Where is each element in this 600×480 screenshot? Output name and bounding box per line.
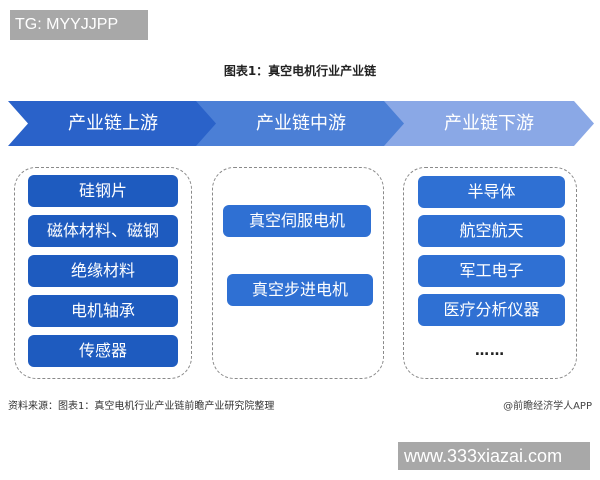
stage-label: 产业链下游 (444, 113, 534, 134)
downstream-item: 半导体 (418, 176, 565, 208)
watermark-top: TG: MYYJJPP (10, 10, 148, 40)
source-note: 资料来源：图表1：真空电机行业产业链前瞻产业研究院整理 (8, 401, 275, 412)
upstream-item: 磁体材料、磁钢 (28, 215, 178, 247)
upstream-item: 电机轴承 (28, 295, 178, 327)
downstream-item: 医疗分析仪器 (418, 294, 565, 326)
downstream-item: 军工电子 (418, 255, 565, 287)
upstream-item: 绝缘材料 (28, 255, 178, 287)
stage-midstream: 产业链中游 (196, 101, 406, 146)
upstream-group: 硅钢片 磁体材料、磁钢 绝缘材料 电机轴承 传感器 (14, 167, 192, 379)
stage-downstream: 产业链下游 (384, 101, 594, 146)
stage-upstream: 产业链上游 (8, 101, 218, 146)
chevron-arrow-icon (384, 101, 594, 146)
downstream-item: 航空航天 (418, 215, 565, 247)
credit: @前瞻经济学人APP (503, 401, 592, 412)
stage-label: 产业链上游 (68, 113, 158, 134)
midstream-item: 真空步进电机 (227, 274, 373, 306)
watermark-bottom: www.333xiazai.com (398, 442, 590, 470)
chevron-arrow-icon (8, 101, 218, 146)
upstream-item: 传感器 (28, 335, 178, 367)
downstream-group: 半导体 航空航天 军工电子 医疗分析仪器 …… (403, 167, 577, 379)
chevron-arrow-icon (196, 101, 406, 146)
stage-label: 产业链中游 (256, 113, 346, 134)
more-ellipsis: …… (475, 343, 505, 359)
midstream-group: 真空伺服电机 真空步进电机 (212, 167, 384, 379)
chart-title: 图表1：真空电机行业产业链 (223, 64, 377, 78)
midstream-item: 真空伺服电机 (223, 205, 371, 237)
upstream-item: 硅钢片 (28, 175, 178, 207)
